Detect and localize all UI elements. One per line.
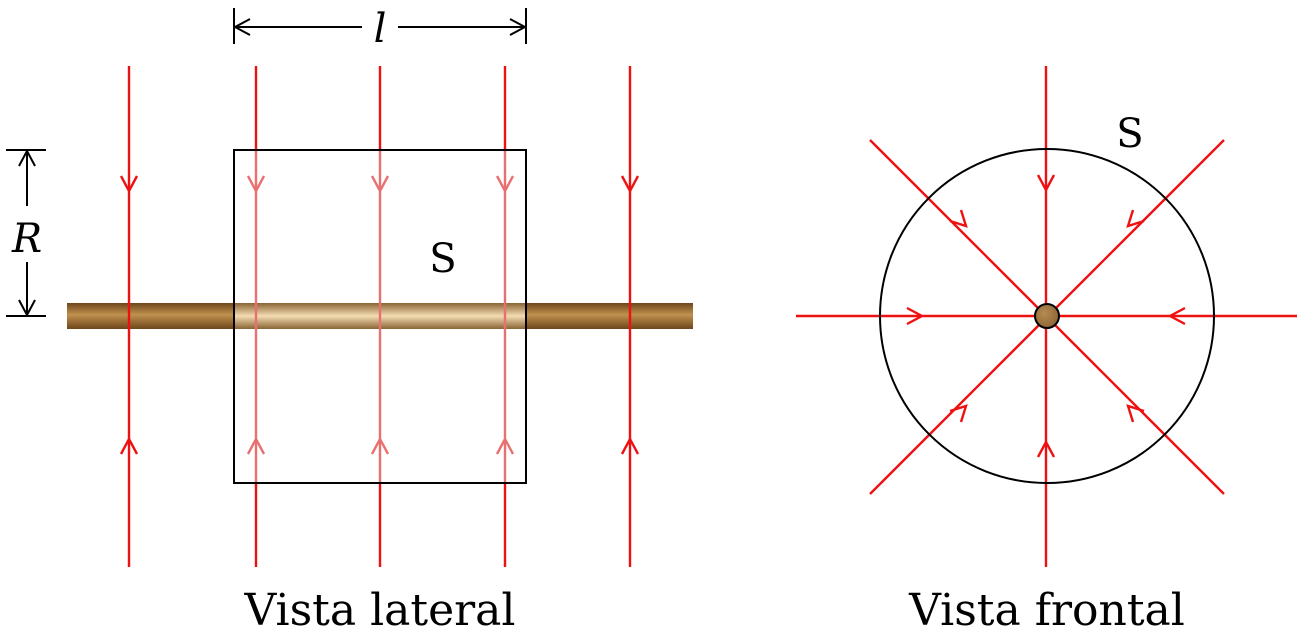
arrowhead-icon bbox=[370, 175, 390, 194]
arrowhead-icon bbox=[509, 18, 528, 36]
rod-cross-section bbox=[1034, 303, 1060, 329]
arrowhead-icon bbox=[1036, 174, 1056, 193]
field-lines-through-surface bbox=[246, 66, 515, 567]
arrowhead-icon bbox=[949, 404, 968, 423]
arrowhead-icon bbox=[18, 299, 36, 318]
surface-label-lateral: S bbox=[429, 236, 456, 282]
surface-label-frontal: S bbox=[1116, 111, 1143, 157]
arrowhead-icon bbox=[370, 436, 390, 455]
gaussian-surface-front bbox=[879, 148, 1215, 484]
arrowhead-icon bbox=[495, 175, 515, 194]
arrowhead-icon bbox=[232, 18, 251, 36]
radius-label: R bbox=[11, 216, 42, 262]
radius-dimension: R bbox=[6, 148, 46, 318]
arrowhead-icon bbox=[495, 436, 515, 455]
arrowhead-icon bbox=[1036, 439, 1056, 458]
lateral-view: l R bbox=[6, 6, 693, 633]
arrowhead-icon bbox=[1167, 306, 1186, 326]
arrowhead-icon bbox=[906, 306, 925, 326]
caption-lateral: Vista lateral bbox=[244, 585, 516, 633]
field-lines-outside bbox=[119, 66, 640, 567]
arrowhead-icon bbox=[1126, 404, 1145, 423]
arrowhead-icon bbox=[119, 436, 139, 455]
arrowhead-icon bbox=[18, 148, 36, 167]
length-dimension: l bbox=[232, 6, 528, 52]
length-label: l bbox=[374, 6, 387, 52]
arrowhead-icon bbox=[949, 209, 968, 228]
arrowhead-icon bbox=[246, 436, 266, 455]
arrowhead-icon bbox=[620, 175, 640, 194]
arrowhead-icon bbox=[1126, 209, 1145, 228]
arrowhead-icon bbox=[246, 175, 266, 194]
gaussian-surface-side bbox=[233, 149, 527, 484]
caption-frontal: Vista frontal bbox=[908, 585, 1185, 633]
arrowhead-icon bbox=[620, 436, 640, 455]
frontal-view: S Vista frontal bbox=[796, 66, 1297, 633]
arrowhead-icon bbox=[119, 175, 139, 194]
